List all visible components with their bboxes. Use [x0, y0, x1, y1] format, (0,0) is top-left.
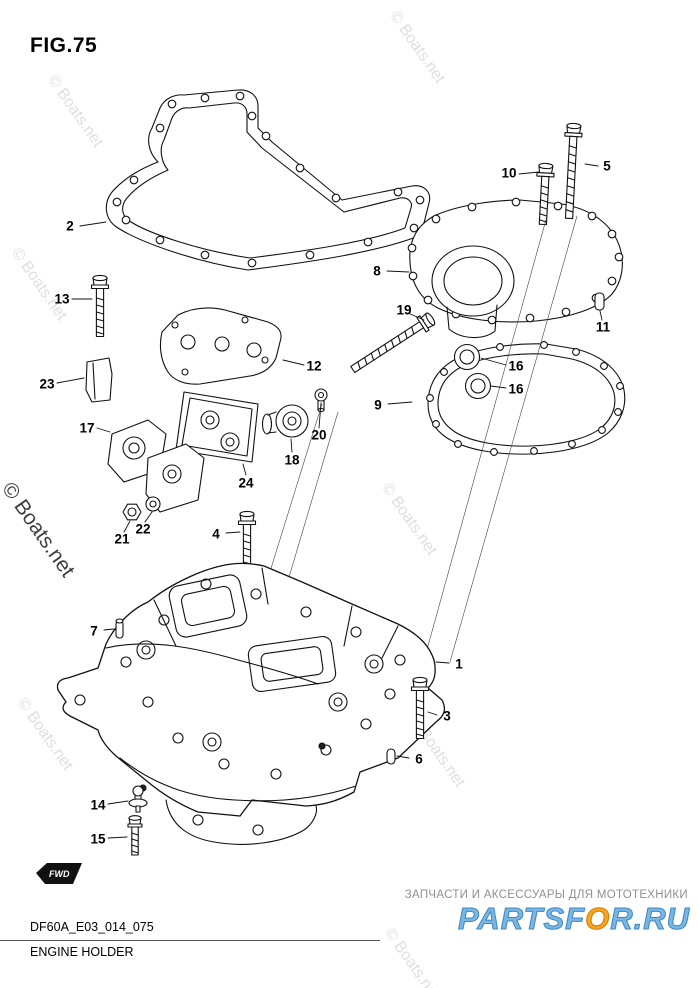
figure-label: FIG.75: [30, 34, 98, 57]
fwd-label: FWD: [49, 869, 70, 879]
logo-part1: PARTSF: [457, 901, 586, 937]
fwd-arrow-icon: FWD: [36, 863, 82, 884]
callout-7[interactable]: 7: [90, 623, 98, 639]
part-2-gasket: [105, 89, 431, 271]
callout-12[interactable]: 12: [306, 358, 322, 374]
part-9-gasket: [426, 341, 626, 456]
callout-19[interactable]: 19: [396, 302, 412, 318]
callout-16b[interactable]: 16: [508, 381, 524, 397]
callout-13[interactable]: 13: [54, 291, 70, 307]
part-16-seals: [453, 343, 492, 400]
part-23-plate: [85, 357, 113, 403]
callout-8[interactable]: 8: [373, 263, 381, 279]
figure-code: DF60A_E03_014_075: [30, 920, 154, 934]
part-17-mount: [107, 419, 205, 513]
part-21-nut: [122, 503, 142, 521]
part-1-engine-holder: [56, 562, 446, 845]
callout-1[interactable]: 1: [455, 656, 463, 672]
callout-22[interactable]: 22: [135, 521, 151, 537]
callout-6[interactable]: 6: [415, 751, 423, 767]
callout-21[interactable]: 21: [114, 531, 130, 547]
logo-part3: R.RU: [610, 901, 690, 937]
figure-name: ENGINE HOLDER: [30, 945, 134, 959]
callout-14[interactable]: 14: [90, 797, 106, 813]
part-7-stud: [115, 618, 124, 639]
part-20-washer: [314, 388, 328, 413]
logo-part2: O: [585, 901, 611, 937]
footer-divider: [0, 940, 380, 941]
part-15-bolt: [127, 815, 143, 856]
callout-4[interactable]: 4: [212, 526, 220, 542]
store-tagline: ЗАПЧАСТИ И АКСЕССУАРЫ ДЛЯ МОТОТЕХНИКИ: [404, 889, 688, 901]
callout-11[interactable]: 11: [595, 319, 611, 335]
callout-24[interactable]: 24: [238, 475, 254, 491]
callout-5[interactable]: 5: [603, 158, 611, 174]
callout-9[interactable]: 9: [374, 397, 382, 413]
callout-23[interactable]: 23: [39, 376, 55, 392]
part-24-plate: [175, 391, 259, 463]
part-14-screw: [128, 785, 148, 813]
part-18-bushing: [261, 404, 309, 438]
part-13-bolt: [90, 274, 110, 338]
callout-10[interactable]: 10: [501, 165, 517, 181]
callout-17[interactable]: 17: [79, 420, 95, 436]
partsfor-logo[interactable]: PARTSFOR.RU: [457, 901, 690, 937]
part-22-washer: [145, 496, 161, 512]
callout-15[interactable]: 15: [90, 831, 106, 847]
part-6-pin: [386, 748, 396, 765]
part-12-bracket: [159, 307, 282, 385]
callout-3[interactable]: 3: [443, 708, 451, 724]
callout-2[interactable]: 2: [66, 218, 74, 234]
part-11-pin: [594, 292, 605, 311]
callout-16a[interactable]: 16: [508, 358, 524, 374]
part-8-cover-plate: [407, 197, 624, 339]
callout-20[interactable]: 20: [311, 427, 327, 443]
leader-lines: [56, 163, 603, 839]
callout-18[interactable]: 18: [284, 452, 300, 468]
part-19-bolt: [347, 309, 438, 378]
